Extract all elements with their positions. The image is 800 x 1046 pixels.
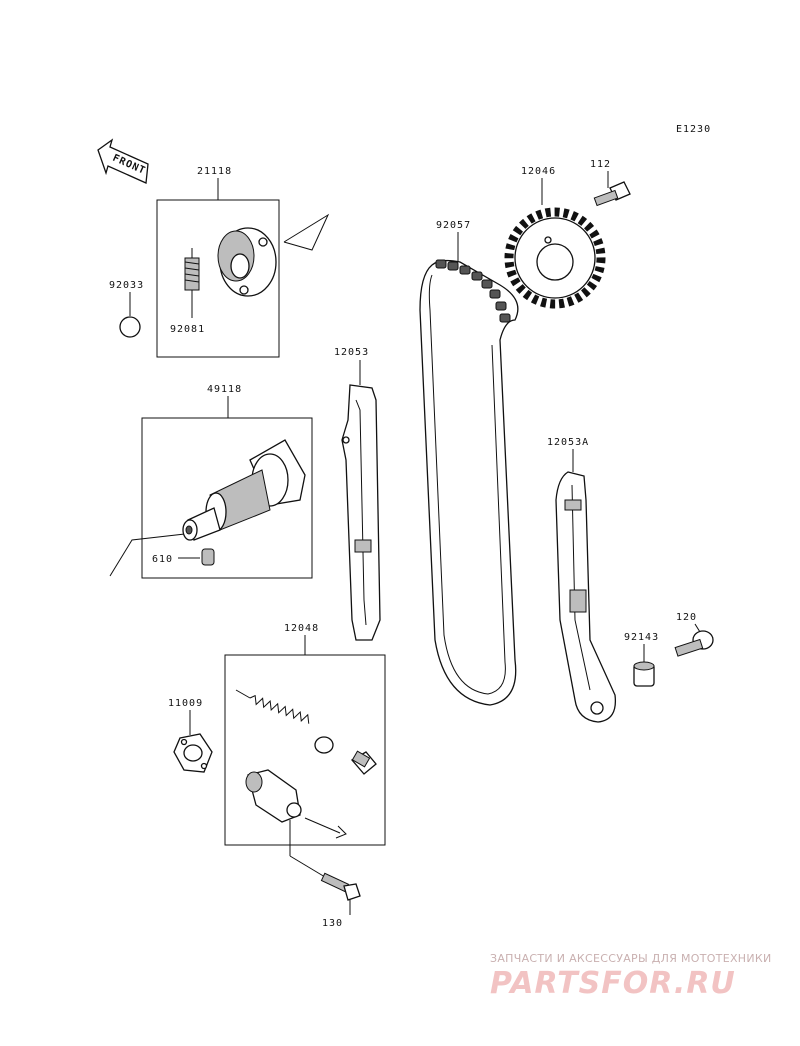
bolt-130-icon bbox=[320, 872, 361, 901]
label-92057: 92057 bbox=[436, 220, 471, 231]
label-12053A: 12053A bbox=[547, 437, 589, 448]
label-610: 610 bbox=[152, 554, 173, 565]
sprocket-12046-icon bbox=[504, 207, 606, 309]
bolt-112-icon bbox=[593, 181, 631, 207]
label-92033: 92033 bbox=[109, 280, 144, 291]
label-11009: 11009 bbox=[168, 698, 203, 709]
front-arrow-icon: FRONT bbox=[97, 138, 149, 184]
dowel-610-icon bbox=[201, 548, 215, 566]
chain-guide-12053A-icon bbox=[555, 471, 617, 723]
label-130: 130 bbox=[322, 918, 343, 929]
box-49118 bbox=[141, 417, 313, 579]
label-112: 112 bbox=[590, 159, 611, 170]
label-12046: 12046 bbox=[521, 166, 556, 177]
camshaft-49118-icon bbox=[182, 439, 306, 541]
label-12053: 12053 bbox=[334, 347, 369, 358]
bolt-120-icon bbox=[674, 630, 714, 657]
ring-92033-icon bbox=[119, 316, 141, 338]
label-12048: 12048 bbox=[284, 623, 319, 634]
label-92081: 92081 bbox=[170, 324, 205, 335]
label-49118: 49118 bbox=[207, 384, 242, 395]
label-21118: 21118 bbox=[197, 166, 232, 177]
tensioner-spring-icon bbox=[235, 689, 310, 724]
plug-bolt-icon bbox=[350, 750, 377, 775]
washer-icon bbox=[314, 736, 334, 754]
watermark-caption: ЗАПЧАСТИ И АКСЕССУАРЫ ДЛЯ МОТОТЕХНИКИ bbox=[490, 952, 772, 965]
tensioner-body-icon bbox=[245, 769, 347, 839]
watermark-logo: PARTSFOR.RU bbox=[490, 966, 736, 1001]
chain-guide-12053-icon bbox=[341, 384, 381, 641]
cam-chain-92057-icon bbox=[419, 259, 519, 706]
box-21118 bbox=[156, 199, 280, 358]
diagram-code: E1230 bbox=[676, 124, 711, 135]
gasket-11009-icon bbox=[173, 733, 213, 773]
label-92143: 92143 bbox=[624, 632, 659, 643]
box-12048 bbox=[224, 654, 386, 846]
part-21118-icon bbox=[217, 227, 277, 297]
spring-92081-icon bbox=[184, 248, 200, 318]
collar-92143-icon bbox=[633, 661, 655, 687]
label-120: 120 bbox=[676, 612, 697, 623]
